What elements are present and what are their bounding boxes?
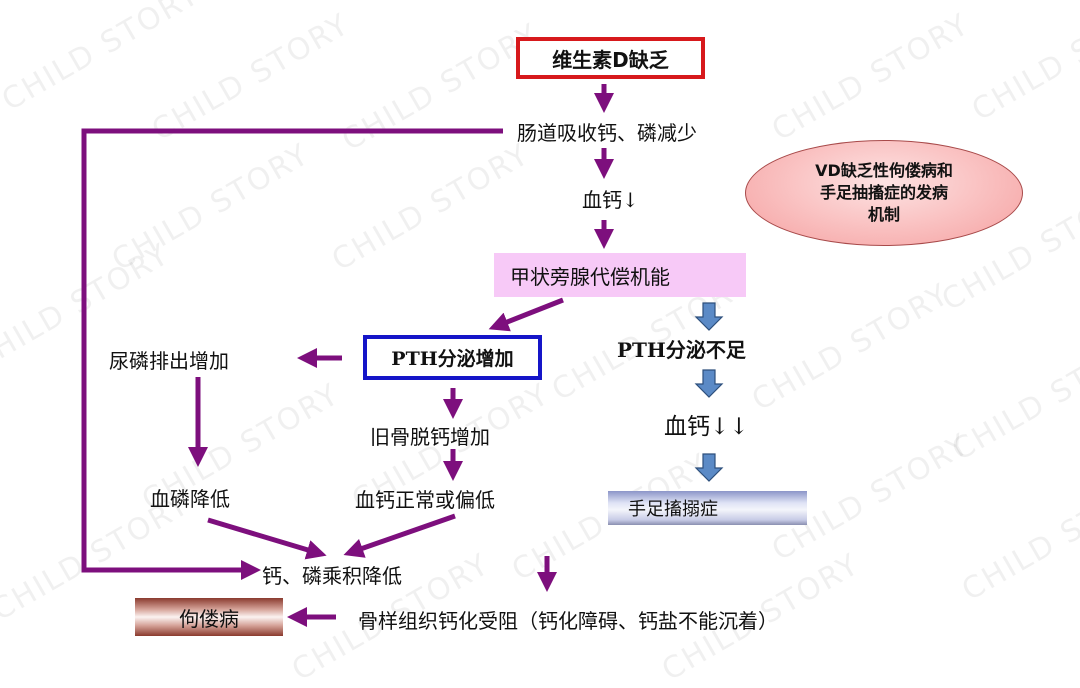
blood-calcium-normal-low-node: 血钙正常或偏低 [355,488,495,512]
pth-insufficient-node: PTH分泌不足 [617,338,746,362]
diagram-caption-ellipse: VD缺乏性佝偻病和 手足抽搐症的发病 机制 [745,140,1023,246]
rickets-label: 佝偻病 [179,606,239,631]
connector-layer [81,84,724,627]
vitamin-d-deficiency-label: 维生素D缺乏 [552,47,669,72]
parathyroid-compensation-label: 甲状旁腺代偿机能 [510,264,670,289]
caption-line-1: VD缺乏性佝偻病和 [815,161,953,180]
rickets-box: 佝偻病 [135,598,283,636]
bone-decalcification-node: 旧骨脱钙增加 [370,425,490,449]
caption-line-2: 手足抽搐症的发病 [819,183,948,202]
intestinal-absorption-node: 肠道吸收钙、磷减少 [517,121,697,145]
vitamin-d-deficiency-box: 维生素D缺乏 [516,37,705,79]
parathyroid-compensation-box: 甲状旁腺代偿机能 [494,253,746,297]
blood-phosphate-low-node: 血磷降低 [150,487,230,511]
urinary-phosphate-node: 尿磷排出增加 [109,349,229,373]
blood-calcium-down2-node: 血钙↓↓ [664,414,749,440]
caption-line-3: 机制 [867,205,900,224]
blood-calcium-down-node: 血钙↓ [582,188,639,212]
ca-p-product-low-node: 钙、磷乘积降低 [262,564,402,588]
osteoid-calcification-node: 骨样组织钙化受阻（钙化障碍、钙盐不能沉着） [358,609,778,633]
tetany-box: 手足搐搦症 [608,491,807,525]
pth-increase-box: PTH分泌增加 [363,335,542,380]
tetany-label: 手足搐搦症 [628,499,718,520]
pth-increase-label: PTH分泌增加 [391,348,514,370]
